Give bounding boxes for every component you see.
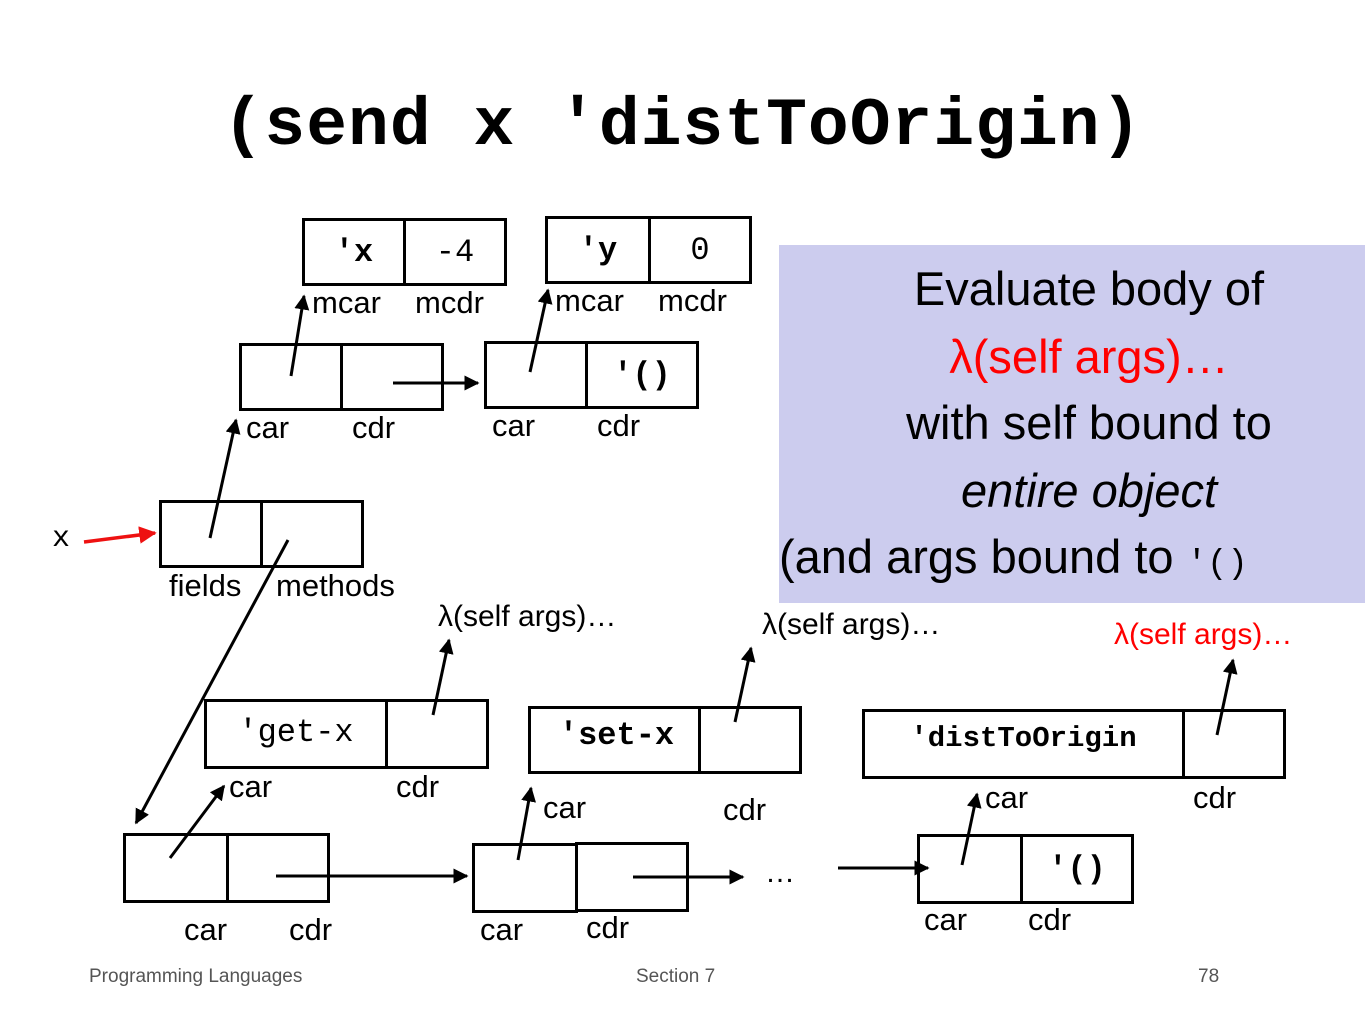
method-list-cell1-car [123, 833, 229, 903]
field-list-cell1-car [239, 343, 343, 411]
y-pair-mcar-cell [545, 216, 651, 284]
get-x-car-cell [204, 699, 388, 769]
field-list-cell1-car-label: car [246, 410, 290, 445]
callout-line-5: (and args bound to '() [779, 529, 1248, 584]
x-pair-cdr-value: -4 [435, 233, 475, 271]
callout-line-5-prefix: (and args bound to [779, 530, 1187, 583]
method-list-cell3-cdr-label: cdr [1028, 902, 1072, 937]
set-x-cdr-cell [698, 706, 802, 774]
field-list-cell2-cdr-label: cdr [597, 408, 641, 443]
field-list-cell2-nil: '() [613, 356, 671, 394]
method-list-cell1-cdr-label: cdr [289, 912, 333, 947]
y-pair-mcdr-label: mcdr [658, 283, 727, 318]
get-x-name: 'get-x [238, 713, 354, 751]
dist-name: 'distToOrigin [910, 721, 1137, 755]
arrow-x-to-object [83, 526, 157, 544]
arrow-cell1-car-to-x-pair [289, 294, 310, 377]
callout-lambda: λ(self args)… [949, 330, 1229, 383]
y-pair-mcar-label: mcar [555, 283, 624, 318]
arrow-cell2-car-to-y-pair [528, 288, 553, 373]
arrow-list3-car-to-dist [960, 792, 982, 866]
arrow-list1-car-to-get-x [168, 784, 226, 859]
method-list-cell1-car-label: car [184, 912, 228, 947]
x-pair-car-value: 'x [334, 233, 374, 271]
footer-page-number: 78 [1198, 966, 1220, 987]
get-x-lambda: λ(self args)… [438, 600, 617, 633]
object-methods-label: methods [276, 568, 395, 603]
dist-car-label: car [985, 780, 1029, 815]
arrow-dist-cdr-to-lambda [1215, 658, 1238, 736]
set-x-car-cell [528, 706, 701, 774]
set-x-car-label: car [543, 790, 587, 825]
callout-box: Evaluate body of λ(self args)… with self… [779, 245, 1365, 603]
footer-section: Section 7 [636, 966, 716, 987]
get-x-cdr-cell [385, 699, 489, 769]
field-list-cell2-cdr [585, 341, 699, 409]
arrow-list2-car-to-set-x [516, 786, 536, 861]
object-var-x: x [52, 522, 71, 556]
method-list-ellipsis: … [765, 856, 795, 889]
y-pair-mcdr-cell [648, 216, 752, 284]
method-list-cell1-cdr [226, 833, 330, 903]
dist-lambda: λ(self args)… [1114, 618, 1293, 651]
object-fields-label: fields [169, 568, 242, 603]
object-methods-cell [260, 500, 364, 568]
dist-cdr-cell [1182, 709, 1286, 779]
callout-line-3: with self bound to [906, 396, 1272, 449]
method-list-cell2-cdr-label: cdr [586, 910, 630, 945]
arrow-set-x-cdr-to-lambda [733, 646, 756, 723]
field-list-cell1-cdr-label: cdr [352, 410, 396, 445]
set-x-name: 'set-x [558, 716, 675, 754]
x-pair-mcdr-label: mcdr [415, 285, 484, 320]
set-x-lambda: λ(self args)… [762, 608, 941, 641]
y-pair-car-value: 'y [578, 231, 618, 269]
method-list-cell2-car [472, 843, 578, 913]
method-list-cell3-car-label: car [924, 902, 968, 937]
arrow-methods-to-method-list [134, 539, 290, 825]
method-list-cell3-car [917, 834, 1023, 904]
x-pair-mcar-label: mcar [312, 285, 381, 320]
dist-cdr-label: cdr [1193, 780, 1237, 815]
arrow-fields-to-field-list [208, 418, 241, 539]
method-list-cell2-car-label: car [480, 912, 524, 947]
get-x-car-label: car [229, 769, 273, 804]
arrow-get-x-cdr-to-lambda [431, 638, 454, 716]
dist-car-cell [862, 709, 1185, 779]
y-pair-cdr-value: 0 [690, 231, 710, 269]
footer-course: Programming Languages [89, 966, 303, 987]
callout-line-5-code: '() [1186, 546, 1248, 584]
method-list-cell3-nil: '() [1048, 850, 1106, 888]
callout-line-1: Evaluate body of [913, 262, 1265, 315]
method-list-cell3-cdr [1020, 834, 1134, 904]
get-x-cdr-label: cdr [396, 769, 440, 804]
field-list-cell1-cdr [340, 343, 444, 411]
x-pair-mcdr-cell [403, 218, 507, 286]
set-x-cdr-label: cdr [723, 792, 767, 827]
callout-line-4: entire object [960, 464, 1218, 517]
field-list-cell2-car-label: car [492, 408, 536, 443]
page-title: (send x 'distToOrigin) [222, 88, 1143, 165]
x-pair-mcar-cell [302, 218, 406, 286]
